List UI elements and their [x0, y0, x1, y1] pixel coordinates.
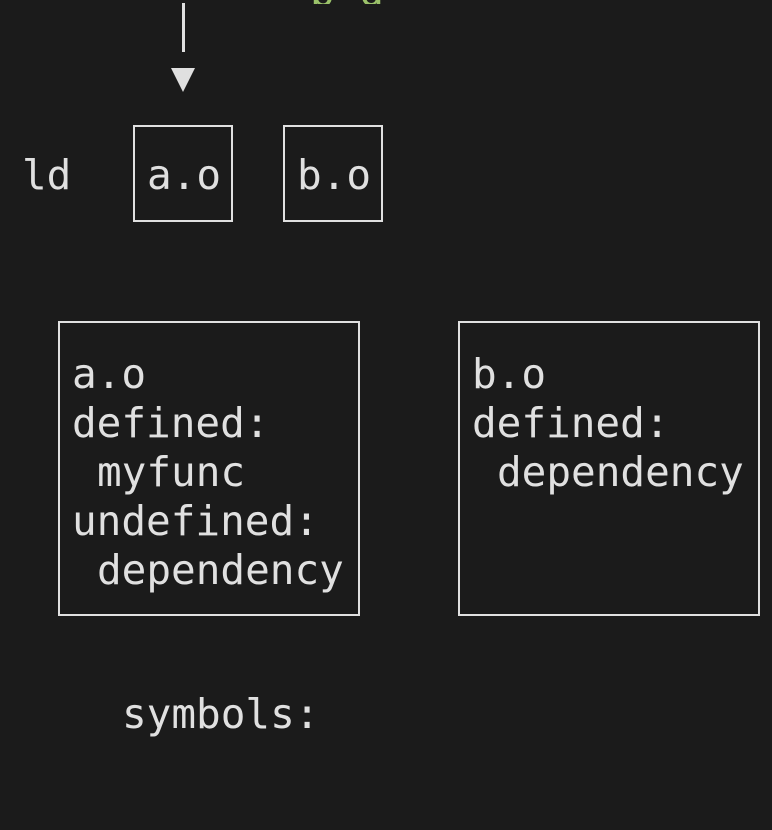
- object-box-b: b.o defined: dependency: [458, 321, 760, 616]
- object-a-name: a.o: [72, 350, 147, 398]
- arrow-down-icon: [171, 68, 195, 92]
- top-partial-text: p g: [300, 0, 500, 4]
- object-b-defined-label: defined:: [472, 399, 670, 447]
- object-a-defined-label: defined:: [72, 399, 270, 447]
- linker-label: ld: [22, 151, 72, 199]
- arrow-shaft: [182, 3, 185, 52]
- object-box-a: a.o defined: myfunc undefined: dependenc…: [58, 321, 360, 616]
- input-box-a: a.o: [133, 125, 233, 222]
- top-partial-label: p g: [310, 0, 384, 4]
- input-box-b-label: b.o: [297, 151, 372, 199]
- input-box-a-label: a.o: [147, 151, 222, 199]
- object-a-defined-symbol: myfunc: [97, 448, 246, 496]
- symbols-label: symbols:: [122, 690, 320, 738]
- object-a-undefined-symbol: dependency: [97, 546, 344, 594]
- object-b-defined-symbol: dependency: [497, 448, 744, 496]
- object-a-undefined-label: undefined:: [72, 497, 319, 545]
- input-box-b: b.o: [283, 125, 383, 222]
- object-b-name: b.o: [472, 350, 547, 398]
